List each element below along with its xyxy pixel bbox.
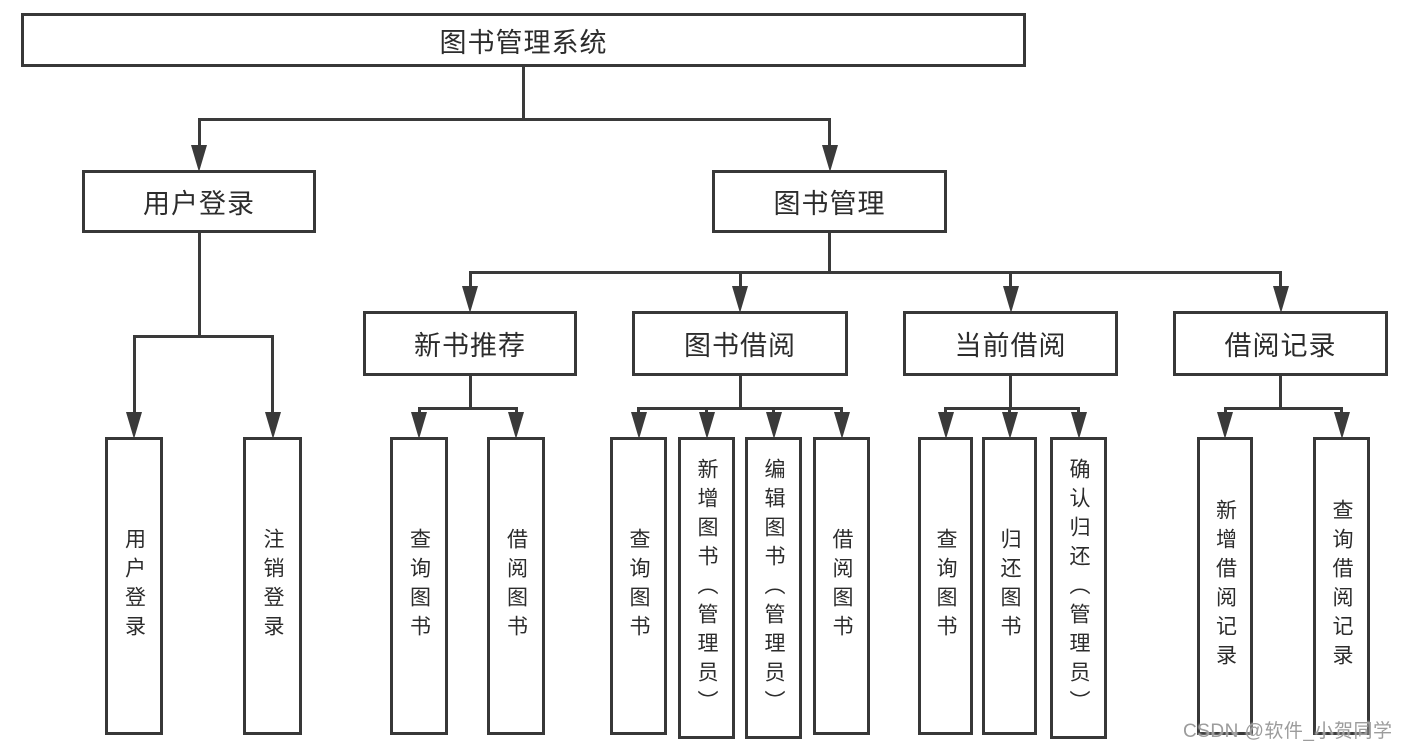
- arrowhead-branch-current-borrow: [1002, 286, 1019, 313]
- arrowhead-leaf-add-record: [1217, 412, 1233, 439]
- connector-drop-leaf-edit-book: [772, 407, 775, 416]
- label-leaf-add-record: 新增借阅记录: [1213, 499, 1237, 673]
- label-branch-book-borrow: 图书借阅: [684, 331, 796, 361]
- box-branch-new-book: 新书推荐: [363, 311, 577, 376]
- connector-drop-leaf-add-record: [1223, 407, 1227, 416]
- connector-drop-branch-new-book: [468, 271, 472, 290]
- label-leaf-borrow-book-2: 借阅图书: [830, 528, 853, 644]
- connector-stem-group-book-mgmt: [828, 233, 831, 271]
- connector-drop-branch-borrow-record: [1279, 271, 1282, 290]
- label-leaf-edit-book: 编辑图书（管理员）: [762, 457, 785, 719]
- connector-bar-branch-new-book: [417, 407, 518, 410]
- box-leaf-query-record: 查询借阅记录: [1313, 437, 1370, 735]
- connector-bar-root-system: [197, 118, 831, 121]
- connector-drop-leaf-add-book: [705, 407, 708, 416]
- arrowhead-leaf-add-book: [698, 412, 715, 439]
- label-leaf-user-login: 用户登录: [122, 528, 146, 644]
- box-branch-current-borrow: 当前借阅: [903, 311, 1118, 376]
- connector-drop-leaf-query-book-1: [417, 407, 421, 416]
- box-group-book-mgmt: 图书管理: [712, 170, 947, 233]
- label-leaf-query-book-3: 查询图书: [934, 528, 957, 644]
- connector-stem-branch-new-book: [468, 376, 472, 407]
- connector-bar-branch-borrow-record: [1223, 407, 1343, 410]
- arrowhead-leaf-borrow-book-1: [508, 412, 524, 439]
- arrowhead-leaf-user-login: [126, 412, 142, 439]
- arrowhead-leaf-borrow-book-2: [833, 412, 850, 439]
- connector-stem-branch-borrow-record: [1279, 376, 1282, 407]
- connector-drop-leaf-logout: [271, 335, 274, 416]
- label-branch-current-borrow: 当前借阅: [954, 331, 1067, 361]
- arrowhead-leaf-edit-book: [765, 412, 782, 439]
- arrowhead-branch-new-book: [462, 286, 478, 313]
- label-leaf-borrow-book-1: 借阅图书: [504, 528, 528, 644]
- connector-drop-leaf-query-book-3: [944, 407, 947, 416]
- arrowhead-group-book-mgmt: [821, 145, 838, 172]
- connector-stem-root-system: [522, 67, 525, 118]
- box-leaf-user-login: 用户登录: [105, 437, 163, 735]
- label-leaf-query-record: 查询借阅记录: [1330, 499, 1353, 673]
- box-leaf-borrow-book-2: 借阅图书: [813, 437, 870, 735]
- connector-bar-group-user-login: [132, 335, 274, 338]
- connector-drop-leaf-borrow-book-1: [514, 407, 518, 416]
- csdn-watermark: CSDN @软件_小贺同学: [1183, 721, 1393, 742]
- arrowhead-group-user-login: [191, 145, 207, 172]
- box-leaf-add-book: 新增图书（管理员）: [678, 437, 735, 739]
- box-leaf-query-book-1: 查询图书: [390, 437, 448, 735]
- connector-drop-leaf-confirm-return: [1077, 407, 1080, 416]
- connector-drop-leaf-borrow-book-2: [840, 407, 843, 416]
- arrowhead-leaf-query-record: [1333, 412, 1350, 439]
- arrowhead-branch-book-borrow: [732, 286, 748, 313]
- arrowhead-leaf-query-book-2: [630, 412, 647, 439]
- box-branch-borrow-record: 借阅记录: [1173, 311, 1388, 376]
- connector-drop-leaf-query-record: [1340, 407, 1343, 416]
- label-leaf-query-book-2: 查询图书: [627, 528, 650, 644]
- box-leaf-borrow-book-1: 借阅图书: [487, 437, 545, 735]
- label-root-system: 图书管理系统: [439, 27, 608, 58]
- label-leaf-confirm-return: 确认归还（管理员）: [1067, 457, 1090, 719]
- arrowhead-leaf-return-book: [1001, 412, 1018, 439]
- connector-drop-group-book-mgmt: [828, 118, 831, 149]
- connector-drop-leaf-return-book: [1008, 407, 1011, 416]
- connector-bar-group-book-mgmt: [468, 271, 1282, 274]
- connector-drop-leaf-query-book-2: [637, 407, 640, 416]
- box-leaf-edit-book: 编辑图书（管理员）: [745, 437, 802, 739]
- connector-bar-branch-book-borrow: [637, 407, 843, 410]
- label-leaf-return-book: 归还图书: [998, 528, 1021, 644]
- connector-drop-branch-book-borrow: [738, 271, 742, 290]
- arrowhead-leaf-query-book-3: [937, 412, 954, 439]
- arrowhead-leaf-logout: [264, 412, 281, 439]
- connector-drop-group-user-login: [197, 118, 201, 149]
- box-leaf-confirm-return: 确认归还（管理员）: [1050, 437, 1107, 739]
- box-leaf-query-book-2: 查询图书: [610, 437, 667, 735]
- arrowhead-leaf-confirm-return: [1070, 412, 1087, 439]
- label-group-user-login: 用户登录: [143, 189, 255, 219]
- box-leaf-query-book-3: 查询图书: [918, 437, 973, 735]
- connector-stem-branch-book-borrow: [738, 376, 742, 407]
- label-branch-borrow-record: 借阅记录: [1224, 331, 1337, 361]
- box-root-system: 图书管理系统: [21, 13, 1026, 67]
- connector-drop-branch-current-borrow: [1009, 271, 1012, 290]
- connector-stem-group-user-login: [197, 233, 201, 335]
- label-leaf-add-book: 新增图书（管理员）: [695, 457, 718, 719]
- label-group-book-mgmt: 图书管理: [773, 189, 886, 219]
- connector-stem-branch-current-borrow: [1009, 376, 1012, 407]
- box-leaf-logout: 注销登录: [243, 437, 302, 735]
- arrowhead-branch-borrow-record: [1272, 286, 1289, 313]
- box-leaf-add-record: 新增借阅记录: [1197, 437, 1253, 735]
- label-branch-new-book: 新书推荐: [414, 331, 526, 361]
- box-branch-book-borrow: 图书借阅: [632, 311, 848, 376]
- connector-bar-branch-current-borrow: [944, 407, 1080, 410]
- box-group-user-login: 用户登录: [82, 170, 316, 233]
- connector-drop-leaf-user-login: [132, 335, 136, 416]
- box-leaf-return-book: 归还图书: [982, 437, 1037, 735]
- arrowhead-leaf-query-book-1: [411, 412, 427, 439]
- label-leaf-logout: 注销登录: [261, 528, 284, 644]
- label-leaf-query-book-1: 查询图书: [407, 528, 431, 644]
